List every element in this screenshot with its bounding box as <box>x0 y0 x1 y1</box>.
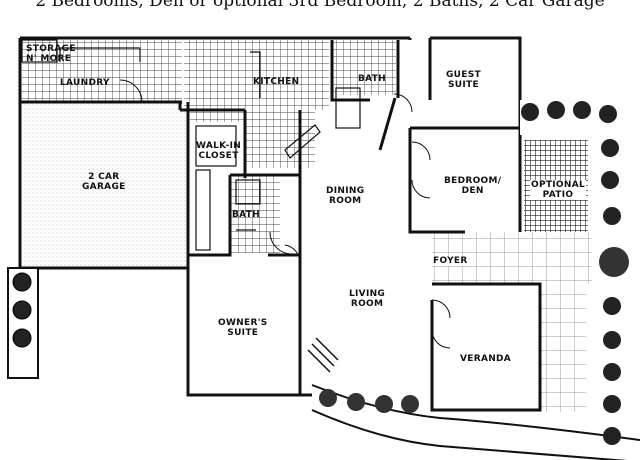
plan-caption: 2 Bedrooms, Den or optional 3rd Bedroom,… <box>35 0 605 11</box>
label-living-room: LIVING ROOM <box>349 289 386 309</box>
laundry-tile <box>22 40 182 102</box>
interior-lines <box>21 39 361 251</box>
shrubs-right <box>520 100 640 445</box>
kitchen-tile <box>184 40 329 110</box>
label-bedroom-den: BEDROOM/ DEN <box>444 176 502 196</box>
label-bath-upper: BATH <box>358 74 386 84</box>
label-walk-in-closet: WALK-IN CLOSET <box>196 141 242 161</box>
label-optional-patio: OPTIONAL PATIO <box>530 180 587 200</box>
shrubs-front <box>319 389 419 413</box>
label-guest-suite: GUEST SUITE <box>446 70 481 90</box>
label-foyer: FOYER <box>432 256 469 266</box>
terrace-tile <box>538 282 586 412</box>
walls <box>18 36 542 412</box>
label-storage: STORAGE N' MORE <box>26 44 76 64</box>
label-veranda: VERANDA <box>460 354 512 364</box>
door-swings <box>119 79 451 349</box>
label-owners-suite: OWNER'S SUITE <box>218 318 268 338</box>
bath-upper-tile <box>332 40 396 95</box>
label-laundry: LAUNDRY <box>60 78 110 88</box>
label-dining-room: DINING ROOM <box>326 186 365 206</box>
label-bath-lower: BATH <box>232 210 260 220</box>
garage-floor <box>20 102 188 268</box>
kitchen-tile-lower <box>245 108 315 168</box>
stair-rail <box>307 337 339 373</box>
label-garage: 2 CAR GARAGE <box>82 172 126 192</box>
shrubs-left <box>7 267 39 379</box>
closet-tile <box>190 110 245 122</box>
label-kitchen: KITCHEN <box>253 77 300 87</box>
